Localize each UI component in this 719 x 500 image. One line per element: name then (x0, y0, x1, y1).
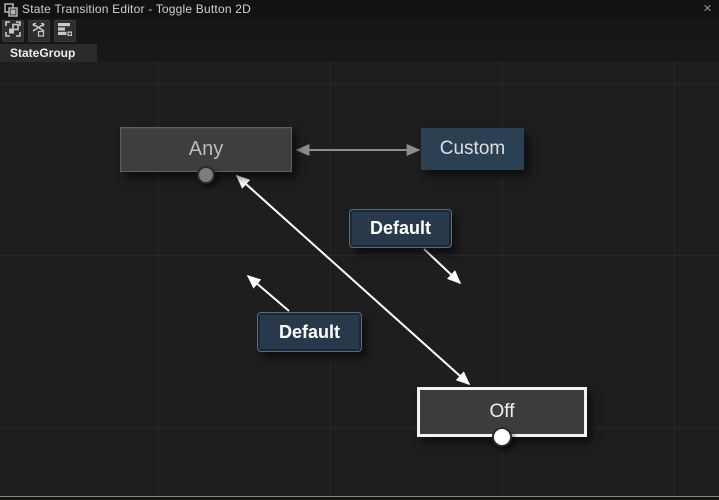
tab-stategroup[interactable]: StateGroup (0, 44, 97, 62)
gridline (674, 62, 675, 496)
transition-label-default-2[interactable]: Default (257, 312, 362, 352)
window-title: State Transition Editor - Toggle Button … (22, 2, 251, 16)
gridline (0, 255, 719, 256)
state-node-custom[interactable]: Custom (421, 128, 524, 170)
gridline (502, 62, 503, 496)
transition-arrow-any-off[interactable] (235, 174, 471, 386)
state-node-any[interactable]: Any (120, 127, 292, 172)
gridline (0, 427, 719, 428)
state-node-label: Custom (439, 138, 506, 159)
graph-canvas[interactable]: Any Custom Off Default Default (0, 62, 719, 496)
transition-label-text: Default (278, 321, 340, 342)
titlebar[interactable]: State Transition Editor - Toggle Button … (0, 0, 719, 18)
transition-arrow-default-in[interactable] (246, 274, 290, 312)
transition-label-text: Default (369, 218, 431, 238)
auto-layout-button[interactable] (28, 20, 50, 42)
window-icon (4, 2, 18, 17)
connection-port-any[interactable] (197, 166, 215, 184)
add-state-icon (57, 21, 73, 42)
toolbar (0, 18, 719, 44)
state-node-label: Off (489, 401, 515, 422)
state-node-label: Any (188, 138, 224, 160)
zoom-to-fit-icon (5, 20, 21, 42)
close-icon[interactable]: ✕ (702, 3, 713, 15)
tab-bar: StateGroup (0, 44, 719, 62)
window-bottom-edge (0, 496, 719, 500)
transition-label-default-1[interactable]: Default (349, 209, 452, 248)
zoom-to-fit-button[interactable] (2, 20, 24, 42)
connection-port-off[interactable] (492, 427, 512, 447)
add-state-button[interactable] (54, 20, 76, 42)
gridline (158, 62, 159, 496)
auto-layout-icon (31, 21, 47, 42)
gridline (0, 83, 719, 84)
gridline (330, 62, 331, 496)
